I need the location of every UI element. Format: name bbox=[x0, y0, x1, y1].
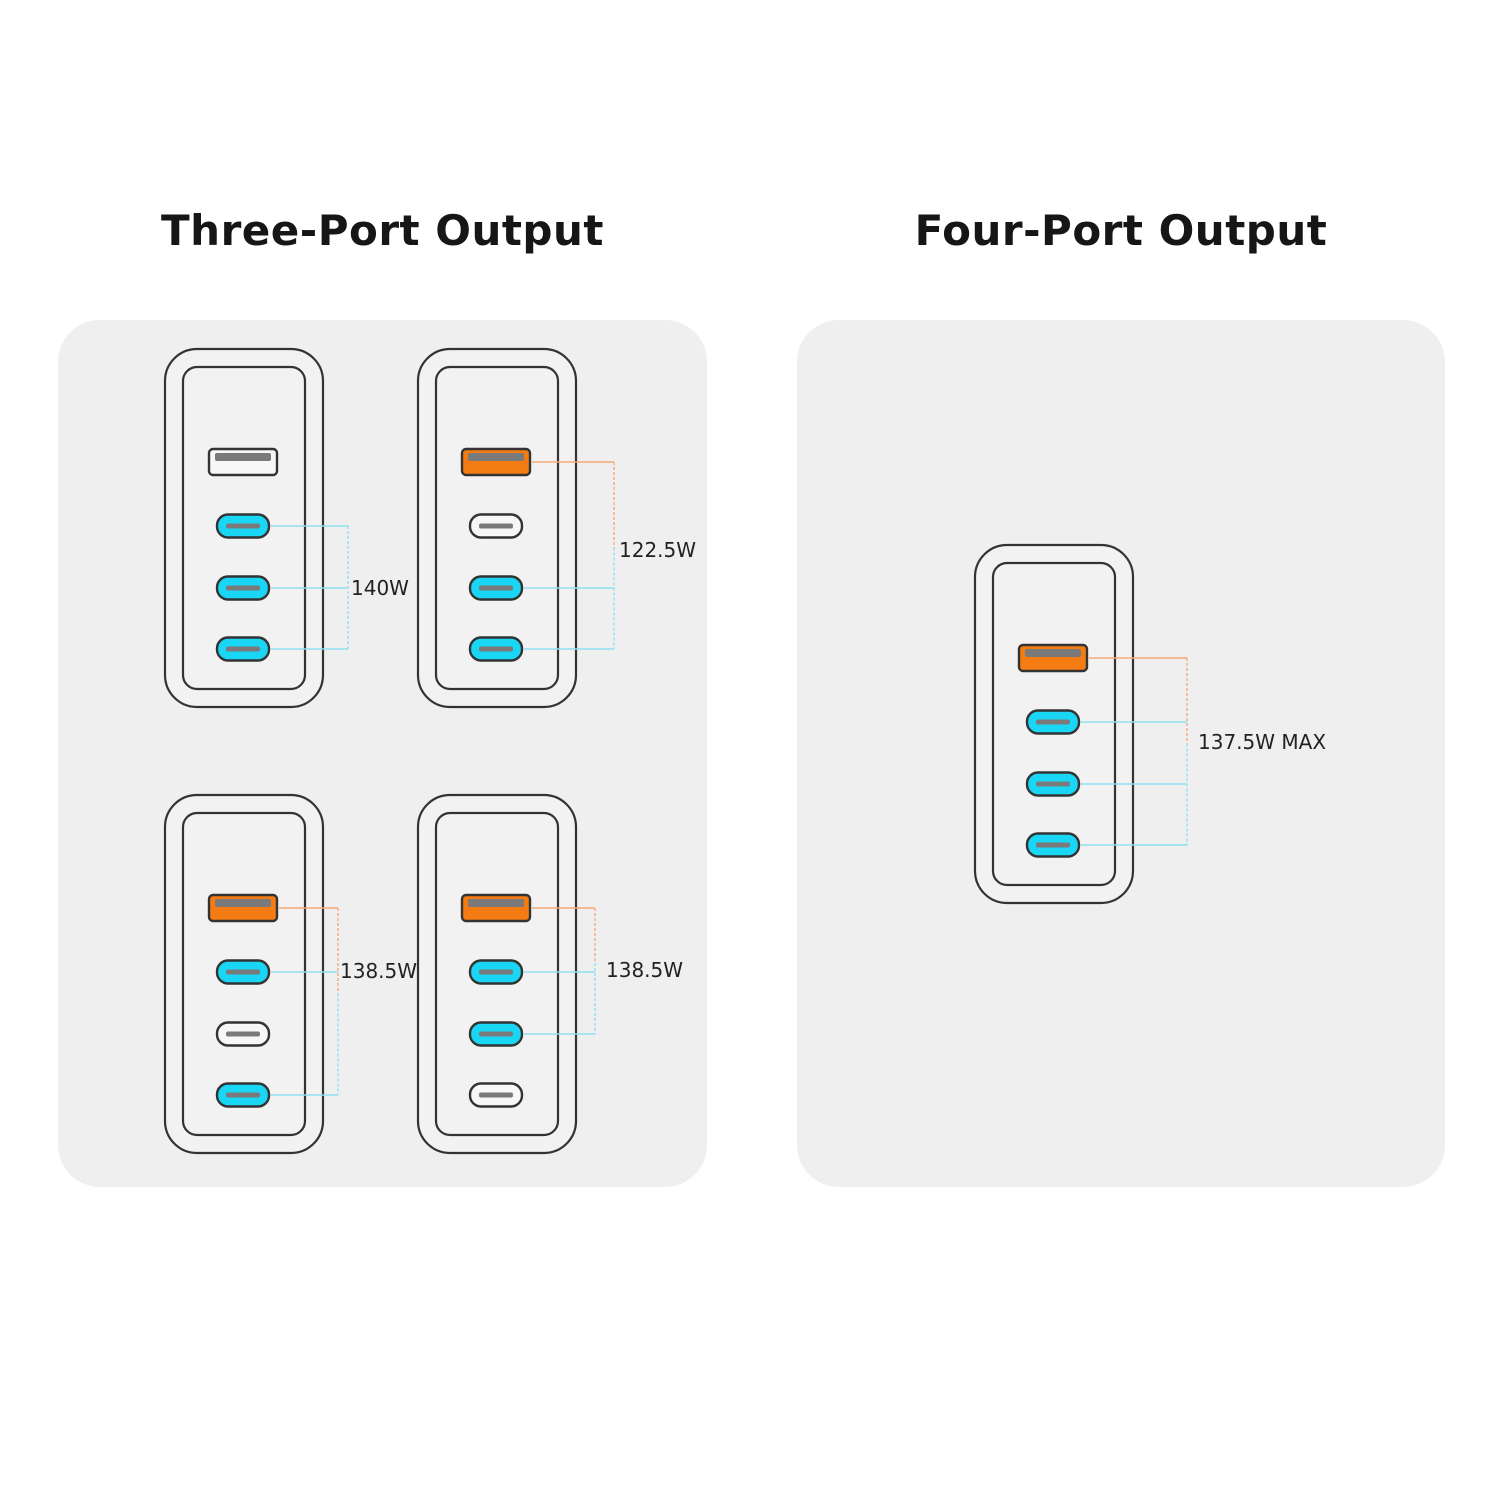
charger: 138.5W bbox=[416, 793, 683, 1155]
port-pin bbox=[468, 453, 524, 461]
port-pin bbox=[479, 969, 513, 975]
four-port-output-title: Four-Port Output bbox=[914, 206, 1328, 255]
port-pin bbox=[1036, 842, 1070, 848]
power-output-label: 122.5W bbox=[619, 538, 696, 562]
port-pin bbox=[1025, 649, 1081, 657]
power-output-label: 138.5W bbox=[606, 958, 683, 982]
port-pin bbox=[479, 523, 513, 529]
port-pin bbox=[226, 969, 260, 975]
usb-a-port-inactive bbox=[207, 447, 279, 477]
power-output-label: 140W bbox=[351, 576, 409, 600]
port-pin bbox=[479, 1092, 513, 1098]
charger: 122.5W bbox=[416, 347, 696, 709]
port-pin bbox=[226, 1092, 260, 1098]
three-port-output-title: Three-Port Output bbox=[161, 206, 604, 255]
port-pin bbox=[226, 1031, 260, 1037]
charger: 137.5W MAX bbox=[973, 543, 1326, 905]
port-pin bbox=[226, 646, 260, 652]
usb-a-port-active bbox=[207, 893, 279, 923]
usb-a-port-active bbox=[1017, 643, 1089, 673]
port-pin bbox=[226, 585, 260, 591]
port-pin bbox=[1036, 719, 1070, 725]
power-output-label: 137.5W MAX bbox=[1198, 730, 1326, 754]
charger: 140W bbox=[163, 347, 409, 709]
port-pin bbox=[468, 899, 524, 907]
port-pin bbox=[215, 453, 271, 461]
usb-a-port-active bbox=[460, 893, 532, 923]
usb-a-port-active bbox=[460, 447, 532, 477]
port-pin bbox=[479, 1031, 513, 1037]
charger: 138.5W bbox=[163, 793, 417, 1155]
power-output-label: 138.5W bbox=[340, 959, 417, 983]
port-pin bbox=[1036, 781, 1070, 787]
port-pin bbox=[479, 646, 513, 652]
port-pin bbox=[479, 585, 513, 591]
port-pin bbox=[215, 899, 271, 907]
port-pin bbox=[226, 523, 260, 529]
